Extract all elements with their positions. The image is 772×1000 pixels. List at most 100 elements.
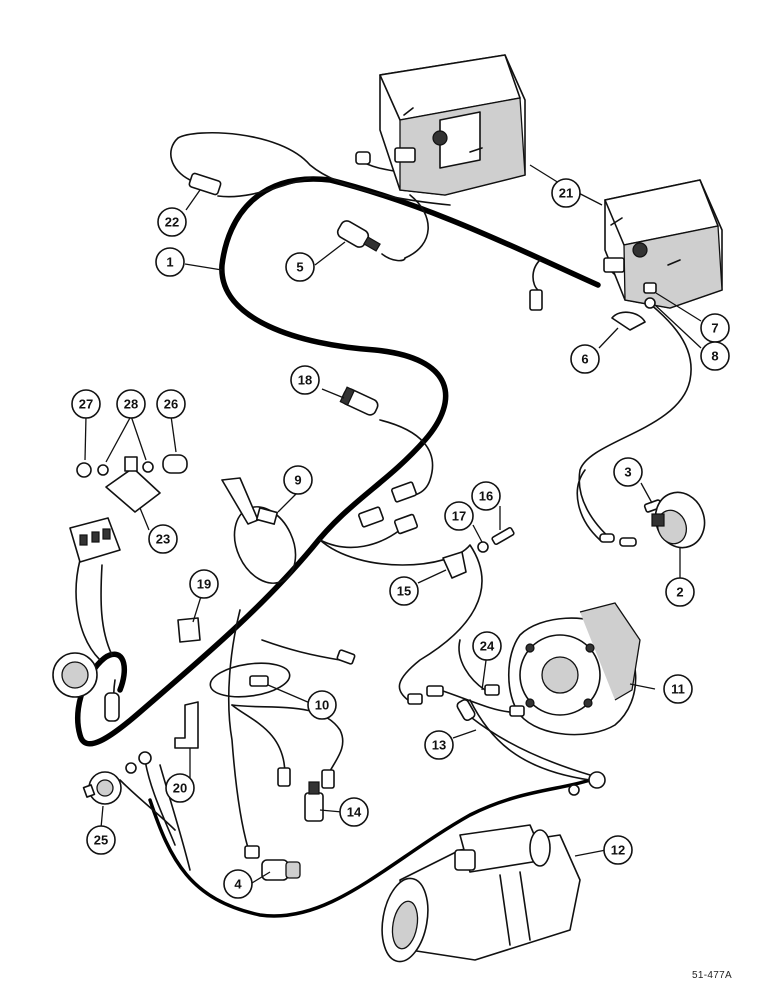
cable-tie-9 [221,477,297,584]
sleeve-26 [162,454,188,474]
washer-8 [644,297,656,309]
callout-label: 3 [624,465,631,480]
callout-label: 13 [432,738,446,753]
callout-label: 25 [94,833,108,848]
callout-label: 16 [479,489,493,504]
connector [529,289,543,311]
callout-label: 18 [298,373,312,388]
callout-label: 28 [124,397,138,412]
callout-label: 19 [197,577,211,592]
connector [407,693,423,705]
callout-label: 10 [315,698,329,713]
callout-27: 27 [71,389,101,419]
callout-3: 3 [613,457,643,487]
callout-11: 11 [663,674,693,704]
sender-18 [339,386,379,416]
callout-label: 8 [711,349,718,364]
callout-26: 26 [156,389,186,419]
item-27 [76,462,92,478]
callout-12: 12 [603,835,633,865]
callout-label: 22 [165,215,179,230]
switch-14 [304,781,324,822]
horn-2 [651,491,706,549]
nut [355,151,371,165]
relay-23 [105,456,161,513]
callout-18: 18 [290,365,320,395]
callout-label: 24 [480,639,495,654]
terminal [599,533,615,543]
callout-5: 5 [285,252,315,282]
callout-17: 17 [444,501,474,531]
callout-label: 11 [671,682,685,697]
item-28b [142,461,154,473]
thin-wires [75,131,692,871]
callout-label: 21 [559,186,573,201]
starter-motor-12 [381,824,581,963]
washer-17 [477,541,489,553]
callout-8: 8 [700,341,730,371]
sender-25 [82,751,152,805]
callout-28: 28 [116,389,146,419]
bolt-7 [643,282,657,294]
callout-label: 26 [164,397,178,412]
terminal [619,537,637,547]
callout-13: 13 [424,730,454,760]
callout-label: 2 [676,585,683,600]
callout-6: 6 [570,344,600,374]
bracket-20 [174,701,199,749]
callout-label: 7 [711,321,718,336]
item-28a [97,464,109,476]
callout-16: 16 [471,481,501,511]
inline-connector [188,172,222,196]
light-unit-lower [604,179,723,309]
cable-13 [456,699,606,796]
connector [509,705,525,717]
sender-4 [244,845,301,881]
cable-tie-10 [209,662,291,698]
callout-label: 9 [294,473,301,488]
callout-9: 9 [283,465,313,495]
clip-19 [177,617,201,643]
callout-7: 7 [700,313,730,343]
callout-25: 25 [86,825,116,855]
screw-16 [491,526,515,546]
callout-10: 10 [307,690,337,720]
callout-21: 21 [551,178,581,208]
callout-label: 12 [611,843,625,858]
callout-label: 6 [581,352,588,367]
connector [484,684,500,696]
connector [321,769,335,789]
callout-label: 23 [156,532,170,547]
callout-label: 5 [296,260,303,275]
light-unit-upper [379,54,526,196]
connector [426,685,444,697]
callout-label: 4 [234,877,242,892]
callout-label: 15 [397,584,411,599]
callout-20: 20 [165,773,195,803]
connector [277,767,291,787]
round-plug [52,652,120,722]
callout-14: 14 [339,797,369,827]
callout-15: 15 [389,576,419,606]
callout-4: 4 [223,869,253,899]
figure-reference: 51-477A [692,970,732,981]
callout-22: 22 [157,207,187,237]
connector [336,649,356,665]
lower-harness [148,778,592,918]
callout-label: 1 [166,255,173,270]
callout-19: 19 [189,569,219,599]
connector [603,257,625,273]
connector [358,506,384,528]
callout-24: 24 [472,631,502,661]
callout-1: 1 [155,247,185,277]
connector [394,147,416,163]
callout-23: 23 [148,524,178,554]
bracket-15 [442,551,467,579]
connector [391,481,417,503]
connector-block [69,517,121,563]
callout-label: 27 [79,397,93,412]
sender-5 [336,220,406,262]
callout-label: 14 [347,805,362,820]
callout-2: 2 [665,577,695,607]
